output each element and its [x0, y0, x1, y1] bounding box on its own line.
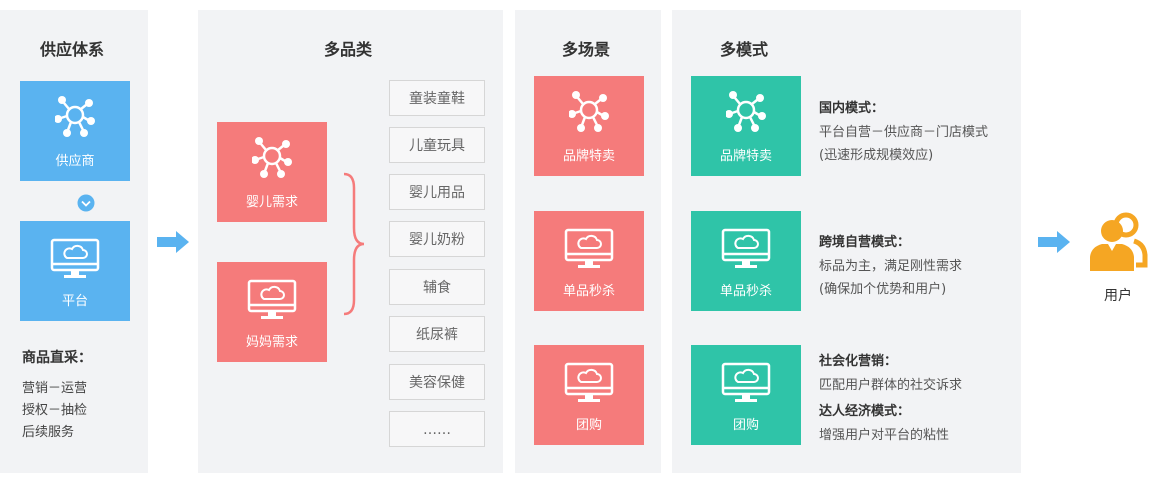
mode-desc: 匹配用户群体的社交诉求: [819, 378, 963, 393]
category-chip: 纸尿裤: [389, 316, 485, 352]
mode-title: 达人经济模式：: [819, 404, 911, 419]
category-chip: ……: [389, 411, 485, 447]
mode-tile: 品牌特卖: [691, 76, 801, 176]
supplier-label: 供应商: [55, 154, 95, 169]
category-chip: 婴儿奶粉: [389, 221, 485, 257]
category-chip: 美容保健: [389, 364, 485, 400]
supply-title: 供应体系: [40, 40, 105, 59]
supplier-tile: 供应商: [20, 81, 130, 181]
baby-needs-label: 婴儿需求: [245, 195, 298, 210]
arrow-right-icon: [1038, 231, 1070, 253]
modes-title: 多模式: [720, 40, 769, 59]
direct-purchase-title: 商品直采：: [22, 350, 92, 366]
mode-tile-label: 单品秒杀: [719, 284, 772, 299]
network-icon: [252, 136, 292, 178]
mode-tile-label: 品牌特卖: [719, 149, 772, 164]
users-icon: [1090, 212, 1148, 271]
scenes-title: 多场景: [562, 40, 611, 59]
chevron-down-icon: [77, 194, 95, 212]
mode-desc: 标品为主，满足刚性需求: [819, 259, 963, 274]
monitor-icon: [50, 238, 100, 280]
mode-tile: 团购: [691, 345, 801, 445]
categories-title: 多品类: [324, 40, 373, 59]
mode-tile-label: 团购: [732, 418, 759, 433]
direct-item: 营销－运营: [22, 381, 88, 396]
scene-label: 单品秒杀: [562, 284, 615, 299]
mom-needs-label: 妈妈需求: [245, 335, 298, 350]
mode-desc: (确保加个优势和用户): [819, 282, 947, 297]
monitor-icon: [247, 279, 297, 321]
category-chip: 童装童鞋: [389, 80, 485, 116]
monitor-icon: [564, 362, 614, 404]
scene-label: 品牌特卖: [562, 149, 615, 164]
mom-needs-tile: 妈妈需求: [217, 262, 327, 362]
category-chip: 婴儿用品: [389, 174, 485, 210]
scene-tile: 团购: [534, 345, 644, 445]
scene-tile: 单品秒杀: [534, 211, 644, 311]
mode-title: 社会化营销：: [819, 354, 898, 369]
baby-needs-tile: 婴儿需求: [217, 122, 327, 222]
direct-item: 后续服务: [22, 425, 75, 440]
scene-label: 团购: [575, 418, 602, 433]
platform-tile: 平台: [20, 221, 130, 321]
network-icon: [55, 95, 95, 137]
scene-tile: 品牌特卖: [534, 76, 644, 176]
monitor-icon: [721, 362, 771, 404]
curly-brace: [343, 172, 365, 316]
mode-tile: 单品秒杀: [691, 211, 801, 311]
network-icon: [726, 90, 766, 132]
monitor-icon: [721, 228, 771, 270]
category-chip: 儿童玩具: [389, 127, 485, 163]
mode-title: 国内模式：: [819, 101, 885, 116]
mode-desc: 增强用户对平台的粘性: [819, 428, 950, 443]
network-icon: [569, 90, 609, 132]
arrow-right-icon: [157, 231, 189, 253]
mode-desc: 平台自营－供应商－门店模式: [819, 125, 989, 140]
category-chip: 辅食: [389, 269, 485, 305]
mode-desc: (迅速形成规模效应): [819, 148, 934, 163]
platform-label: 平台: [61, 294, 88, 309]
monitor-icon: [564, 228, 614, 270]
user-label: 用户: [1104, 288, 1132, 304]
mode-title: 跨境自营模式：: [819, 235, 911, 250]
direct-item: 授权－抽检: [22, 403, 88, 418]
